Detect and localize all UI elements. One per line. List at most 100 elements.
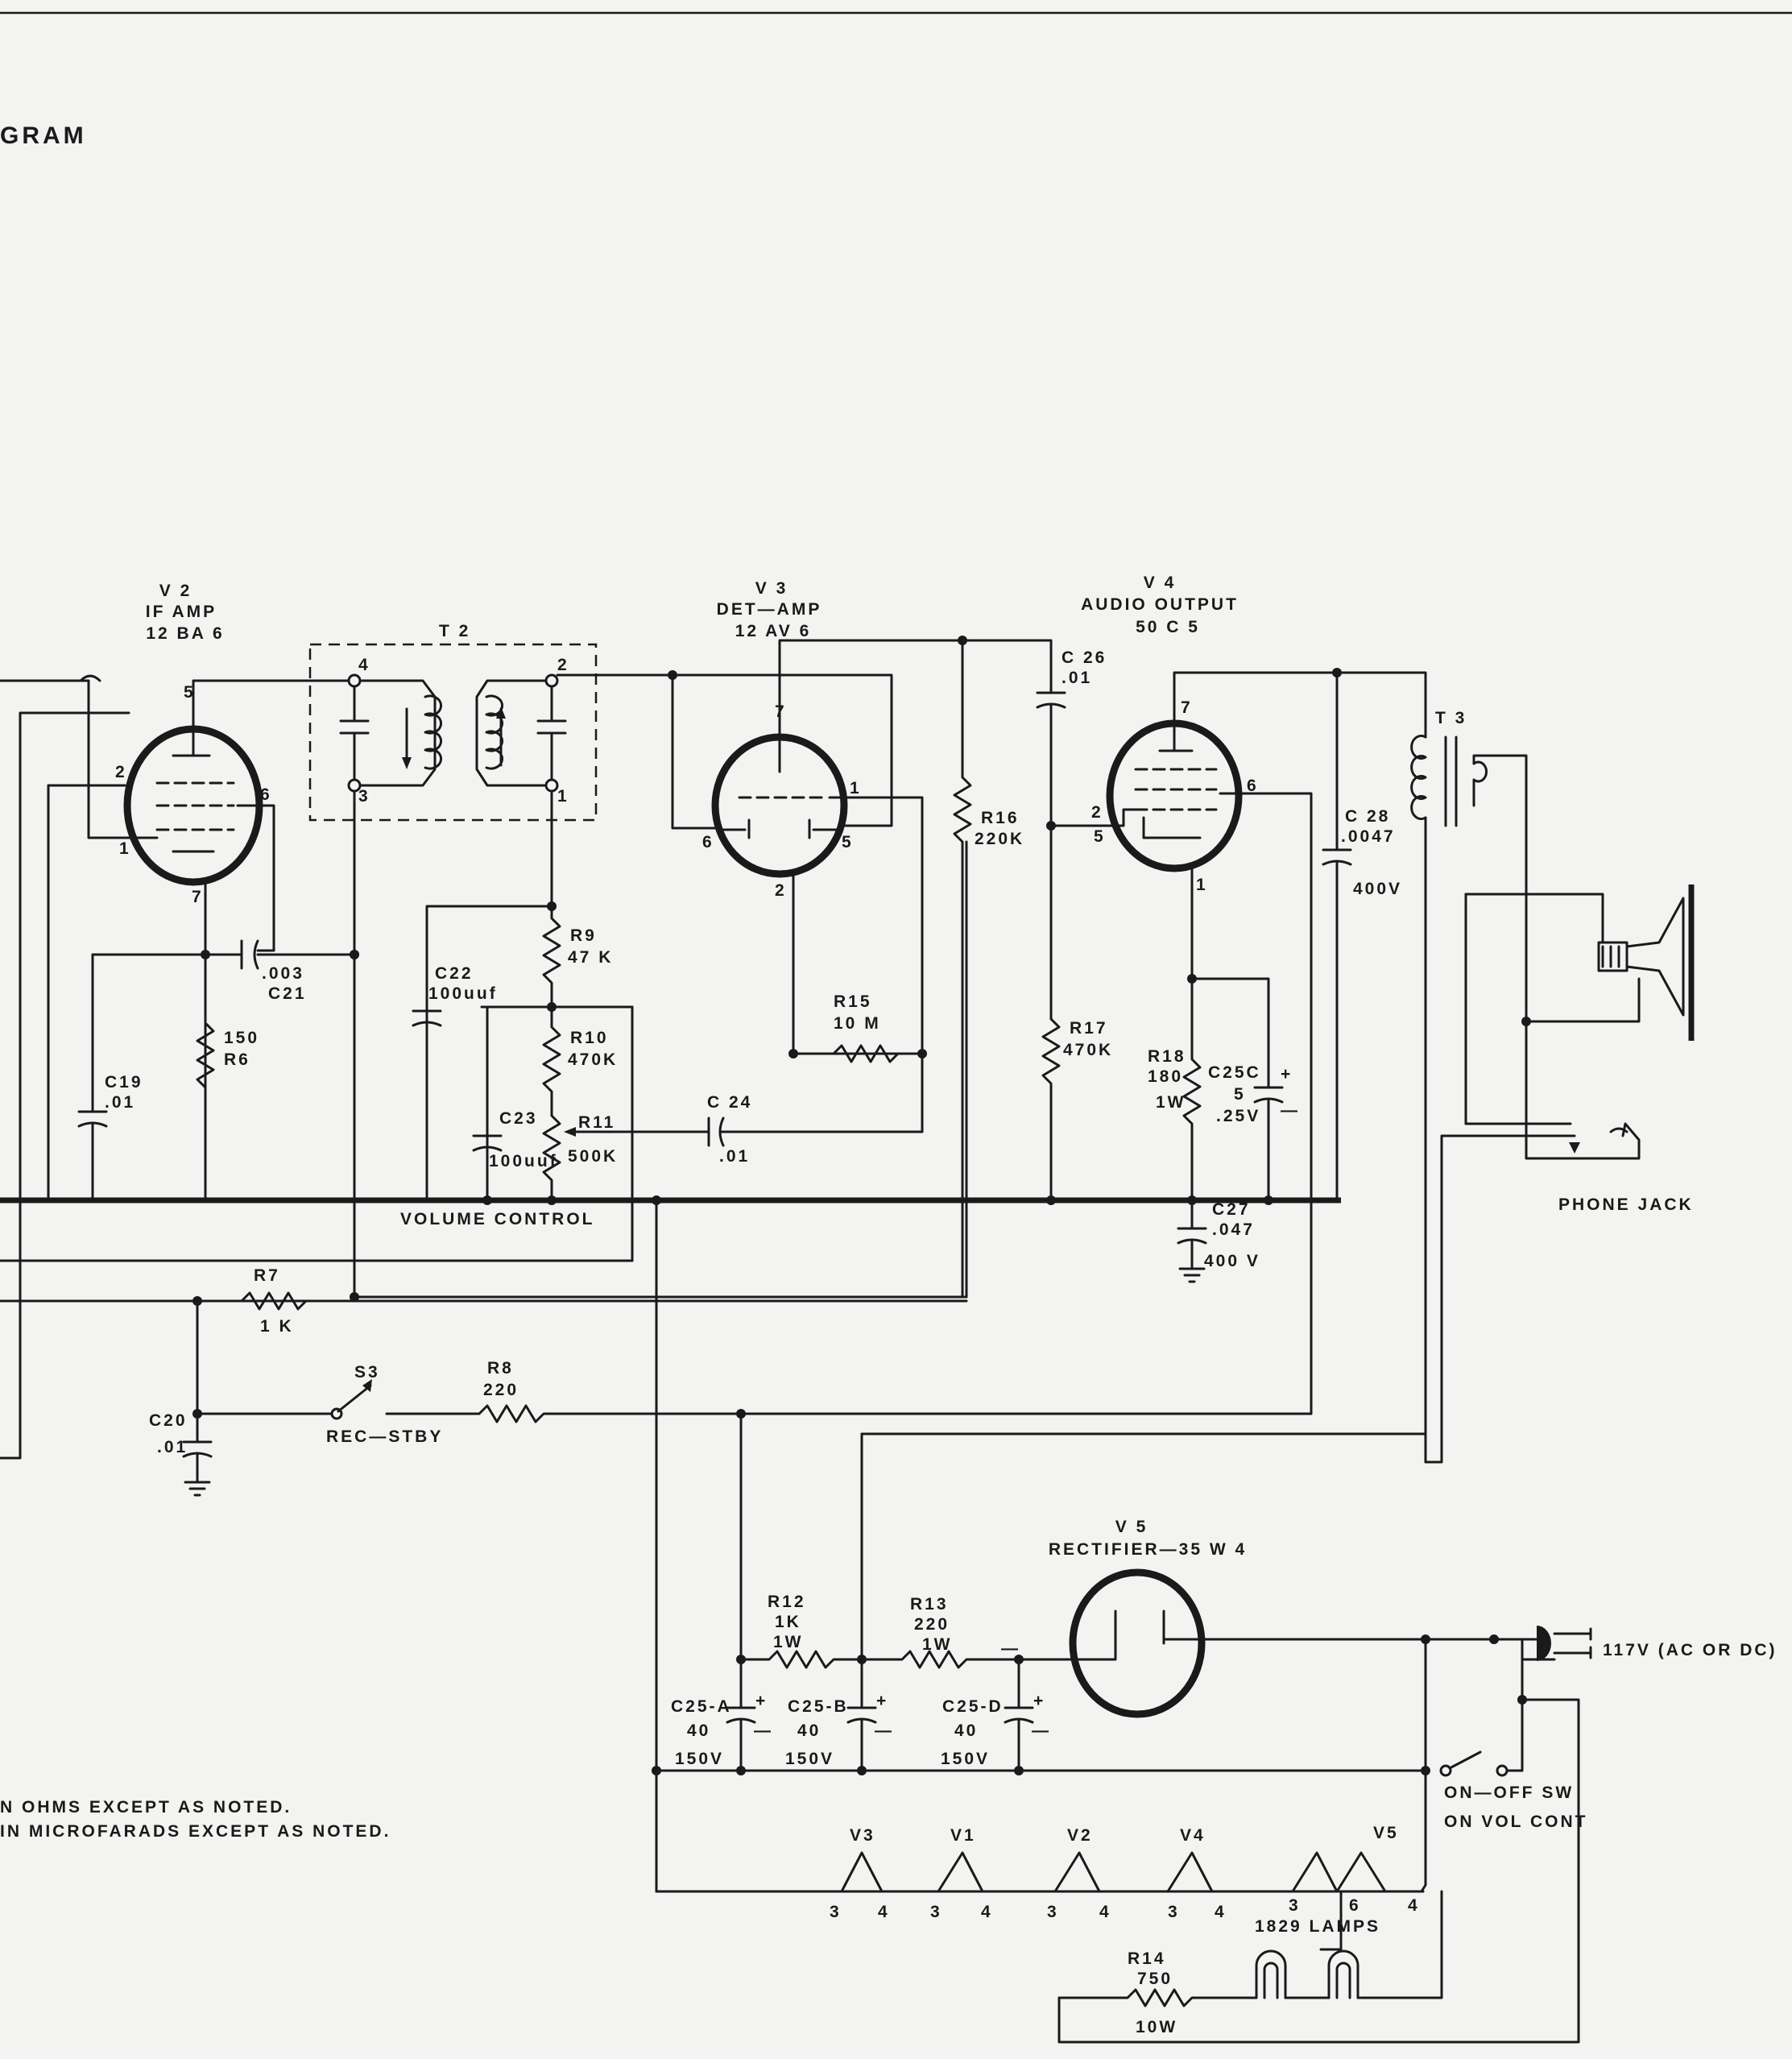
v4-function: AUDIO OUTPUT bbox=[1081, 595, 1239, 614]
r16-resistor: R16 220K bbox=[353, 639, 1024, 1299]
c25b-plus: + bbox=[876, 1692, 888, 1710]
c26-name: C 26 bbox=[1062, 648, 1107, 667]
power-input-label: 117V (AC OR DC) bbox=[1603, 1641, 1778, 1659]
r12-value: 1K bbox=[775, 1613, 801, 1631]
v4-pin6: 6 bbox=[1247, 777, 1259, 795]
c24-value: .01 bbox=[719, 1147, 750, 1166]
r13-value: 220 bbox=[914, 1615, 950, 1634]
r7-value: 1 K bbox=[260, 1317, 294, 1336]
c25b-minus: — bbox=[875, 1721, 894, 1740]
mains-input: 117V (AC OR DC) ON—OFF SW ON VOL CONT bbox=[1057, 1626, 1778, 2044]
v3-name: V 3 bbox=[755, 579, 788, 598]
v5-rectifier: V 5 RECTIFIER—35 W 4 bbox=[1017, 1518, 1430, 1718]
note-microfarads: IN MICROFARADS EXCEPT AS NOTED. bbox=[0, 1822, 391, 1841]
note-ohms: N OHMS EXCEPT AS NOTED. bbox=[0, 1798, 292, 1817]
c19-capacitor: C19 .01 bbox=[77, 953, 141, 1202]
heater-v1: V1 bbox=[950, 1826, 976, 1845]
c25d-plus: + bbox=[1033, 1692, 1045, 1710]
r6-value: 150 bbox=[224, 1029, 259, 1047]
lamps-label: 1829 LAMPS bbox=[1255, 1917, 1380, 1936]
t2-pin1: 1 bbox=[557, 787, 569, 806]
v3-pin2: 2 bbox=[775, 881, 787, 900]
v3-pin5: 5 bbox=[842, 833, 854, 851]
heater-pin-6: 4 bbox=[1099, 1903, 1111, 1921]
v2-pin1: 1 bbox=[119, 839, 131, 858]
v2-name: V 2 bbox=[159, 582, 192, 600]
c21-name: C21 bbox=[268, 984, 307, 1003]
heater-pin-11: 4 bbox=[1408, 1896, 1420, 1915]
heater-pin-10: 6 bbox=[1349, 1896, 1361, 1915]
r9-value: 47 K bbox=[568, 948, 613, 967]
cathode-section: R18 180 1W + — C25C 5 .25V C27 .047 400 … bbox=[1148, 977, 1297, 1283]
heater-v3: V3 bbox=[850, 1826, 875, 1845]
c25c-name: C25C bbox=[1208, 1063, 1261, 1082]
c21-capacitor: .003 C21 bbox=[91, 939, 359, 1003]
v2-pin5: 5 bbox=[184, 683, 196, 702]
c26-value: .01 bbox=[1062, 669, 1092, 687]
r17-name: R17 bbox=[1070, 1019, 1108, 1038]
c25a-plus: + bbox=[755, 1692, 768, 1710]
r15-resistor: R15 10 M bbox=[792, 992, 924, 1063]
heater-v5: V5 bbox=[1373, 1824, 1399, 1842]
s3-name: S3 bbox=[354, 1363, 380, 1382]
heater-pin-3: 3 bbox=[930, 1903, 942, 1921]
onoff-switch-sublabel: ON VOL CONT bbox=[1444, 1812, 1587, 1831]
r17-value: 470K bbox=[1063, 1041, 1113, 1059]
t3-output-transformer: T 3 PHONE JACK bbox=[1335, 671, 1695, 1464]
v2-type: 12 BA 6 bbox=[146, 624, 224, 643]
v2-function: IF AMP bbox=[146, 603, 217, 621]
c25a-minus: — bbox=[754, 1721, 773, 1740]
v3-type: 12 AV 6 bbox=[735, 622, 812, 640]
t2-transformer: T 2 4 3 2 1 bbox=[308, 622, 674, 1302]
c28-name: C 28 bbox=[1345, 807, 1390, 826]
c25c-value: 5 bbox=[1234, 1085, 1246, 1104]
v5-name: V 5 bbox=[1115, 1518, 1148, 1536]
r15-name: R15 bbox=[834, 992, 872, 1011]
c27-name: C27 bbox=[1212, 1200, 1251, 1219]
heater-string: V3 V1 V2 V4 V5 3 4 3 4 3 4 3 4 3 6 4 bbox=[655, 1769, 1427, 1921]
r12-power: 1W bbox=[773, 1633, 804, 1651]
v2-pin7: 7 bbox=[192, 888, 204, 906]
c25c-voltage: .25V bbox=[1216, 1107, 1260, 1125]
r12-name: R12 bbox=[768, 1593, 806, 1611]
v4-type: 50 C 5 bbox=[1136, 618, 1200, 636]
r9-name: R9 bbox=[570, 926, 597, 945]
c28-capacitor: C 28 .0047 400V bbox=[1322, 668, 1400, 1202]
v4-pin1: 1 bbox=[1196, 876, 1208, 894]
v4-name: V 4 bbox=[1144, 574, 1177, 592]
r7-name: R7 bbox=[254, 1266, 280, 1285]
t2-pin2: 2 bbox=[557, 656, 569, 674]
r16-value: 220K bbox=[975, 830, 1024, 848]
c22-value: 100uuf bbox=[428, 984, 498, 1003]
pilot-lamps: 1829 LAMPS R14 750 10W bbox=[1057, 1890, 1443, 2036]
r18-name: R18 bbox=[1148, 1047, 1186, 1066]
c27-voltage: 400 V bbox=[1204, 1252, 1260, 1270]
r13-power: 1W bbox=[922, 1635, 953, 1654]
c25d-voltage: 150V bbox=[941, 1750, 990, 1768]
v3-pin7: 7 bbox=[775, 702, 787, 721]
c25c-plus: + bbox=[1281, 1065, 1293, 1083]
v3-det-amp: V 3 DET—AMP 12 AV 6 7 1 6 5 2 bbox=[668, 579, 967, 1058]
r14-power: 10W bbox=[1136, 2018, 1177, 2036]
volume-control-section: C22 100uuf R9 47 K C23 100uuf R10 470K R… bbox=[400, 905, 661, 1228]
r10-value: 470K bbox=[568, 1050, 618, 1069]
v3-pin1: 1 bbox=[850, 779, 862, 798]
c25d-value: 40 bbox=[954, 1721, 978, 1740]
c20-value: .01 bbox=[157, 1438, 188, 1456]
r6-name: R6 bbox=[224, 1050, 250, 1069]
power-supply: R12 1K 1W R13 220 1W + — C25-A 40 150V +… bbox=[652, 816, 1427, 1893]
r7-resistor: R7 1 K bbox=[192, 1266, 356, 1336]
r18-power: 1W bbox=[1156, 1093, 1186, 1112]
v5-label: RECTIFIER—35 W 4 bbox=[1049, 1540, 1247, 1559]
heater-pin-7: 3 bbox=[1168, 1903, 1180, 1921]
r13-name: R13 bbox=[910, 1595, 949, 1614]
c25b-voltage: 150V bbox=[785, 1750, 834, 1768]
r11-value: 500K bbox=[568, 1147, 618, 1166]
r15-value: 10 M bbox=[834, 1014, 881, 1033]
v2-if-amp: V 2 IF AMP 12 BA 6 5 2 6 1 7 bbox=[79, 582, 356, 1202]
c25b-value: 40 bbox=[797, 1721, 821, 1740]
t3-label: T 3 bbox=[1435, 709, 1467, 727]
c20-name: C20 bbox=[149, 1411, 188, 1430]
heater-v2: V2 bbox=[1067, 1826, 1093, 1845]
